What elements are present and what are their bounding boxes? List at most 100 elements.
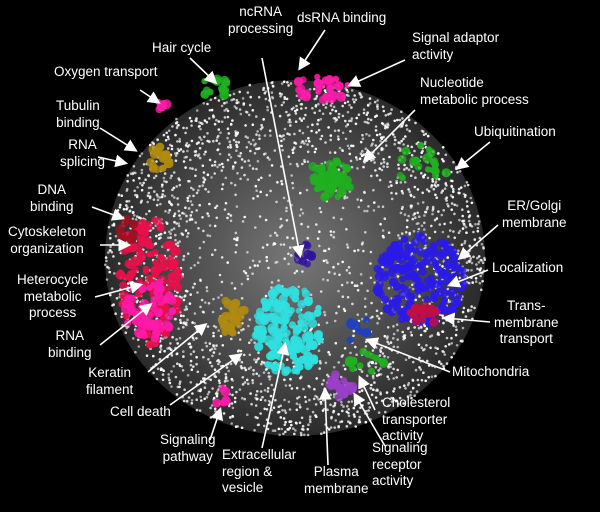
network-node [425,265,429,268]
network-node [349,421,352,425]
network-node [363,209,366,213]
cluster-node [297,319,304,326]
network-node [380,399,384,403]
network-node [350,165,354,169]
network-node [217,128,221,131]
network-node [369,387,373,390]
network-node [283,127,287,131]
network-node [409,390,413,394]
network-node [356,198,360,201]
network-node [167,129,171,132]
network-node [424,246,427,249]
network-node [178,240,181,243]
network-node [474,222,477,226]
label-line: Signaling [160,432,216,447]
network-node [380,162,383,165]
network-node [208,117,211,120]
arrow-extracellular [261,341,290,449]
network-node [282,432,285,436]
network-node [258,137,261,141]
network-node [270,383,274,387]
network-node [463,184,467,188]
network-node [201,348,204,352]
network-node [316,237,320,240]
network-node [185,220,189,223]
network-node [302,117,306,120]
cluster-node [135,317,145,327]
cluster-node [424,247,434,258]
network-node [210,364,214,368]
network-node [350,281,354,284]
network-node [182,321,186,324]
network-node [413,185,417,189]
network-node [243,173,246,177]
network-node [206,132,209,135]
network-node [452,190,455,193]
arrow-plasma [318,386,332,466]
network-node [112,255,115,258]
cluster-node [336,91,347,102]
network-node [393,142,397,146]
network-node [325,102,328,105]
network-node [175,151,179,155]
cluster-node [282,314,291,323]
network-node [230,422,233,425]
network-node [367,121,370,125]
cluster-node [398,268,405,275]
network-node [253,143,256,147]
network-node [351,144,355,148]
network-node [239,152,243,155]
network-node [363,120,367,124]
network-node [400,374,404,377]
network-node [299,431,303,435]
network-node [215,118,218,122]
network-node [408,231,412,235]
network-node [213,122,217,126]
network-node [184,131,187,135]
network-node [168,230,171,234]
cluster-node [134,328,143,338]
network-node [203,135,206,139]
network-node [283,423,287,427]
network-node [295,386,299,390]
network-node [295,162,299,166]
cluster-node [173,267,181,275]
network-node [147,186,151,190]
network-node [341,104,345,108]
network-node [258,215,262,218]
cluster-node [267,351,276,360]
network-node [405,166,409,170]
network-node [451,195,455,199]
cluster-node [438,279,445,286]
network-node [408,190,412,194]
network-node [354,122,358,126]
network-node [374,346,378,349]
network-node [300,427,304,431]
network-node [271,429,275,433]
cluster-node [163,258,171,266]
network-node [205,289,209,293]
cluster-node [169,258,179,268]
network-node [458,229,462,233]
network-node [244,135,248,138]
network-node [262,117,266,121]
label-line: filament [86,381,134,397]
network-node [299,145,302,149]
network-node [241,97,245,100]
cluster-node [152,249,159,256]
network-node [479,258,483,262]
network-node [351,98,355,101]
network-node [248,318,252,321]
network-node [268,378,272,381]
network-node [217,296,220,299]
network-node [350,106,353,109]
cluster-node [342,181,351,190]
cluster-node [419,311,427,319]
network-node [373,381,376,384]
network-node [287,252,290,256]
network-node [206,393,210,396]
network-node [430,375,434,379]
network-node [463,239,467,243]
network-node [174,233,177,237]
network-node [402,402,406,405]
